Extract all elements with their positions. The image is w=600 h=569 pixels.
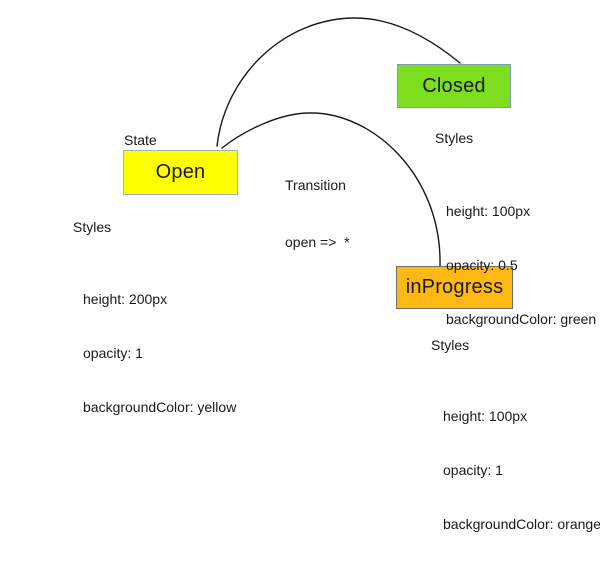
styles-block-closed: Styles height: 100px opacity: 0.5 backgr… bbox=[435, 129, 596, 364]
state-label: State bbox=[124, 132, 157, 148]
style-line-inprogress-height: height: 100px bbox=[443, 408, 528, 424]
styles-title-inprogress: Styles bbox=[431, 337, 470, 353]
style-line-open-height: height: 200px bbox=[83, 291, 168, 307]
styles-title-closed: Styles bbox=[435, 130, 474, 146]
transition-title: Transition bbox=[285, 177, 346, 193]
style-line-closed-opacity: opacity: 0.5 bbox=[446, 257, 518, 273]
node-open-label: Open bbox=[155, 161, 206, 183]
style-line-open-opacity: opacity: 1 bbox=[83, 345, 143, 361]
style-line-closed-height: height: 100px bbox=[446, 203, 531, 219]
styles-title-open: Styles bbox=[73, 219, 112, 235]
transition-rule: open => * bbox=[285, 234, 350, 250]
style-line-inprogress-background: backgroundColor: orange bbox=[443, 516, 600, 532]
styles-block-inprogress: Styles height: 100px opacity: 1 backgrou… bbox=[431, 336, 600, 569]
node-inprogress-label: inProgress bbox=[405, 276, 504, 298]
node-closed-label: Closed bbox=[422, 74, 486, 97]
node-closed: Closed bbox=[397, 64, 511, 108]
node-inprogress: inProgress bbox=[396, 266, 513, 309]
styles-block-open: Styles height: 200px opacity: 1 backgrou… bbox=[73, 218, 236, 452]
style-line-inprogress-opacity: opacity: 1 bbox=[443, 462, 503, 478]
diagram-canvas: { "canvas": { "background": "#ffffff", "… bbox=[73, 17, 600, 532]
transition-label: Transition open => * bbox=[285, 138, 350, 271]
node-open: Open bbox=[123, 150, 238, 195]
style-line-open-background: backgroundColor: yellow bbox=[83, 399, 237, 415]
style-line-closed-background: backgroundColor: green bbox=[446, 311, 597, 327]
